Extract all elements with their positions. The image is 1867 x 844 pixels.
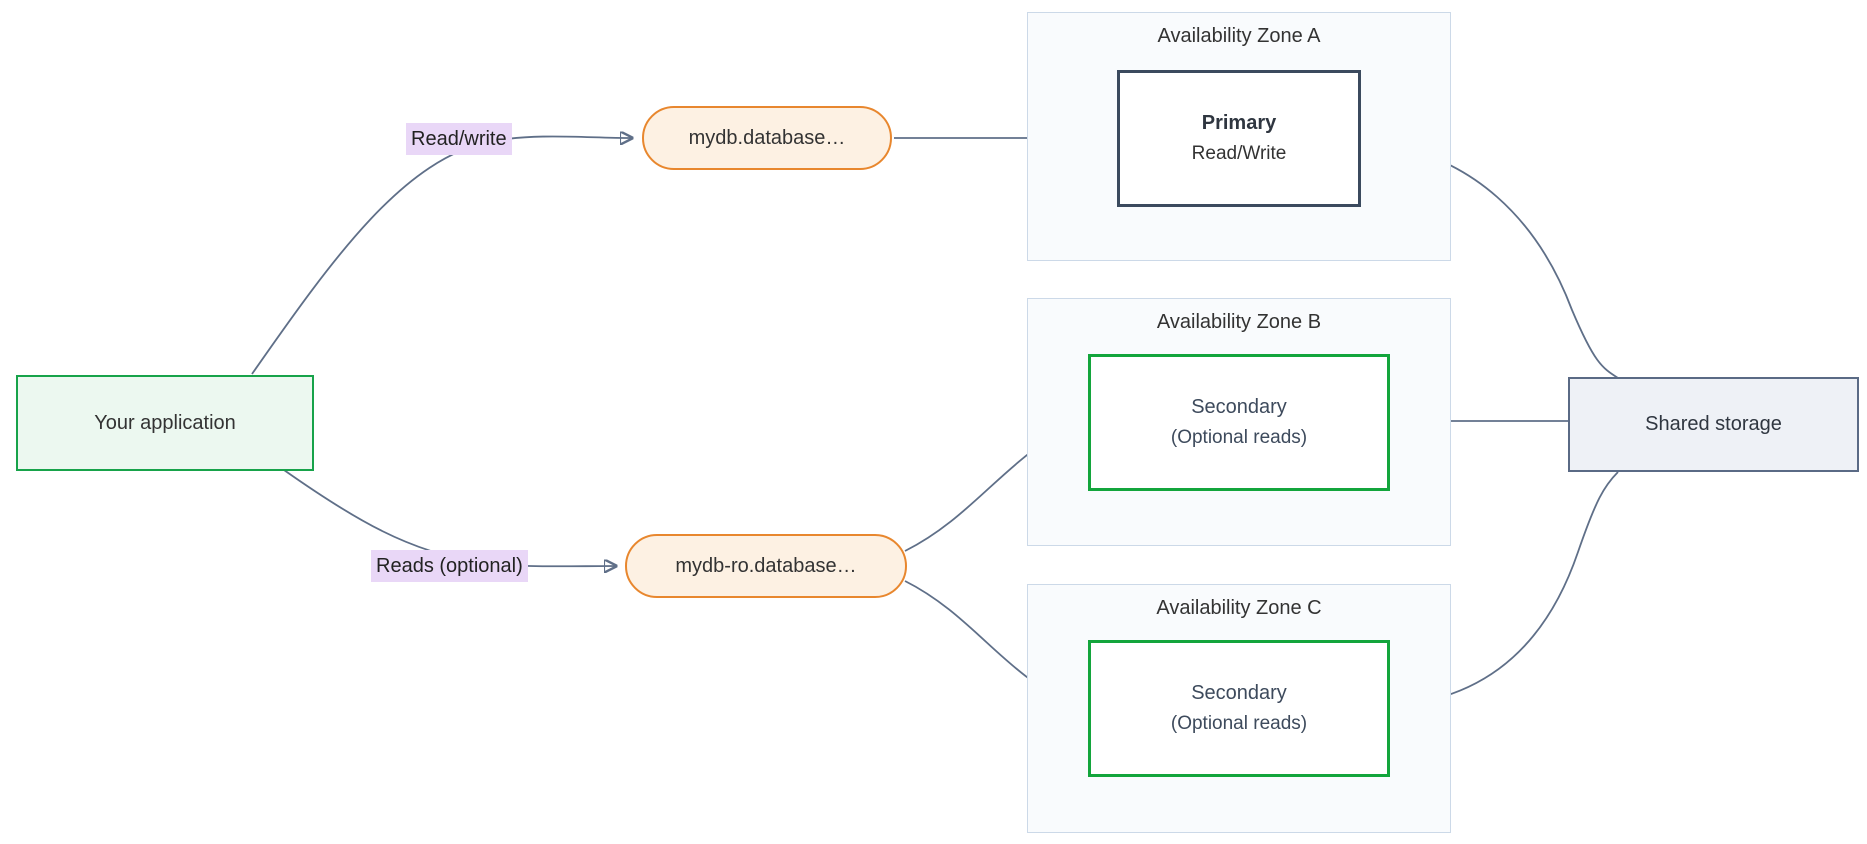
secondary-instance-b-node: Secondary (Optional reads) bbox=[1088, 354, 1390, 491]
edge-label-reads-optional: Reads (optional) bbox=[371, 550, 528, 582]
availability-zone-b: Availability Zone B Secondary (Optional … bbox=[1027, 298, 1451, 546]
availability-zone-a: Availability Zone A Primary Read/Write bbox=[1027, 12, 1451, 261]
primary-instance-subtitle: Read/Write bbox=[1191, 143, 1287, 164]
edge-app-to-rw-endpoint bbox=[251, 136, 632, 375]
availability-zone-c: Availability Zone C Secondary (Optional … bbox=[1027, 584, 1451, 833]
endpoint-rw-label: mydb.database… bbox=[688, 126, 846, 149]
zone-a-title: Availability Zone A bbox=[1157, 25, 1321, 47]
shared-storage-label: Shared storage bbox=[1645, 413, 1782, 435]
secondary-instance-b-subtitle: (Optional reads) bbox=[1170, 427, 1308, 448]
endpoint-rw-node: mydb.database… bbox=[642, 106, 892, 170]
secondary-instance-c-node: Secondary (Optional reads) bbox=[1088, 640, 1390, 777]
application-node: Your application bbox=[16, 375, 314, 471]
application-label: Your application bbox=[94, 411, 236, 434]
zone-c-title: Availability Zone C bbox=[1156, 597, 1322, 619]
primary-instance-node: Primary Read/Write bbox=[1117, 70, 1361, 207]
endpoint-ro-node: mydb-ro.database… bbox=[625, 534, 907, 598]
secondary-instance-c-subtitle: (Optional reads) bbox=[1170, 713, 1308, 734]
edge-label-read-write: Read/write bbox=[406, 123, 512, 155]
primary-instance-title: Primary bbox=[1201, 112, 1277, 134]
shared-storage-node: Shared storage bbox=[1568, 377, 1859, 472]
secondary-instance-c-title: Secondary bbox=[1191, 682, 1287, 704]
secondary-instance-b-title: Secondary bbox=[1191, 396, 1287, 418]
zone-b-title: Availability Zone B bbox=[1156, 311, 1322, 333]
endpoint-ro-label: mydb-ro.database… bbox=[675, 554, 857, 577]
